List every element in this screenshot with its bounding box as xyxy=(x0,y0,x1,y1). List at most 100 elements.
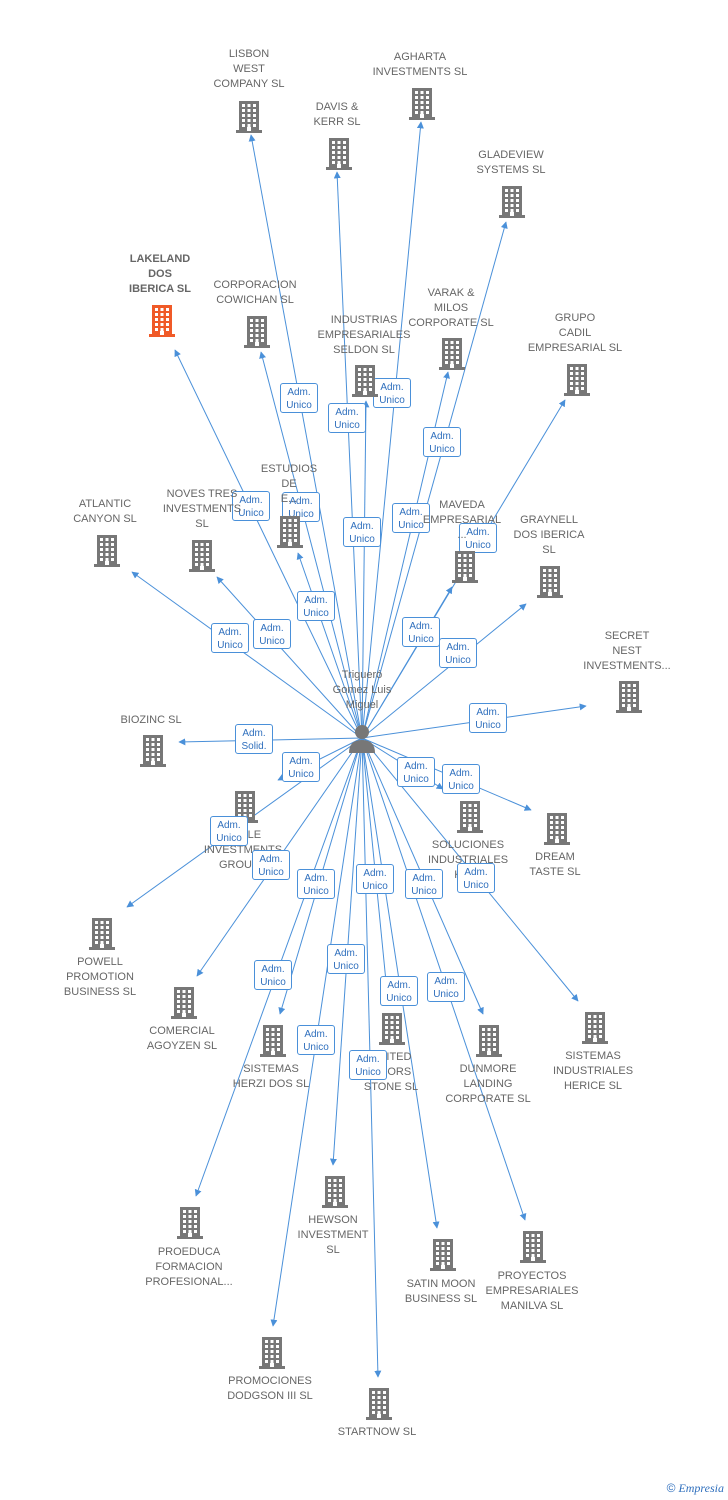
company-label-cadil[interactable]: GRUPO CADIL EMPRESARIAL SL xyxy=(527,312,623,354)
role-badge-united: Adm. Unico xyxy=(356,864,394,894)
company-label-dodgson[interactable]: PROMOCIONES DODGSON III SL xyxy=(227,1375,313,1402)
company-node-proeduca[interactable] xyxy=(175,1205,205,1244)
company-label-lisbon[interactable]: LISBON WEST COMPANY SL xyxy=(213,48,285,90)
company-label-biozinc[interactable]: BIOZINC SL xyxy=(120,714,182,726)
edge-graynell xyxy=(361,603,527,739)
company-node-maveda[interactable] xyxy=(450,549,480,588)
company-label-proeduca[interactable]: PROEDUCA FORMACION PROFESIONAL... xyxy=(145,1246,233,1288)
role-badge-graynell: Adm. Unico xyxy=(439,638,477,668)
company-node-cowichan[interactable] xyxy=(242,314,272,353)
role-badge-lakeland: Adm. Unico xyxy=(232,491,270,521)
company-label-dunmore[interactable]: DUNMORE LANDING CORPORATE SL xyxy=(445,1063,531,1105)
edge-agharta xyxy=(361,121,424,739)
edge-gladeview xyxy=(361,221,508,739)
edge-lakeland xyxy=(174,349,363,739)
company-node-united[interactable] xyxy=(377,1011,407,1050)
company-node-gladeview[interactable] xyxy=(497,184,527,223)
company-node-herice[interactable] xyxy=(580,1010,610,1049)
role-badge-varak: Adm. Unico xyxy=(392,503,430,533)
company-label-dream[interactable]: DREAM TASTE SL xyxy=(529,851,581,878)
role-badge-herice: Adm. Unico xyxy=(457,863,495,893)
company-node-secret[interactable] xyxy=(614,679,644,718)
building-icon xyxy=(260,1025,286,1057)
building-icon xyxy=(149,305,175,337)
company-node-lisbon[interactable] xyxy=(234,99,264,138)
company-label-manilva[interactable]: PROYECTOS EMPRESARIALES MANILVA SL xyxy=(485,1270,579,1312)
company-node-powell[interactable] xyxy=(87,916,117,955)
company-label-graynell[interactable]: GRAYNELL DOS IBERICA SL xyxy=(513,514,585,556)
company-label-lakeland[interactable]: LAKELAND DOS IBERICA SL xyxy=(129,253,191,295)
building-icon xyxy=(499,186,525,218)
company-node-cadil[interactable] xyxy=(562,362,592,401)
brand-watermark: ©Empresia xyxy=(667,1481,724,1496)
building-icon xyxy=(177,1207,203,1239)
role-badge-dream: Adm. Unico xyxy=(442,764,480,794)
company-node-noves[interactable] xyxy=(187,538,217,577)
building-icon xyxy=(94,535,120,567)
company-label-startnow[interactable]: STARTNOW SL xyxy=(337,1426,417,1438)
company-node-manilva[interactable] xyxy=(518,1229,548,1268)
company-node-agoyzen[interactable] xyxy=(169,985,199,1024)
role-badge-startnow: Adm. Unico xyxy=(349,1050,387,1080)
copyright-symbol: © xyxy=(666,1481,676,1495)
edge-seldon xyxy=(361,400,370,739)
role-badge-estudios: Adm. Unico xyxy=(297,591,335,621)
role-badge-dodgson: Adm. Unico xyxy=(297,1025,335,1055)
company-node-lakeland[interactable] xyxy=(147,303,177,342)
building-icon xyxy=(544,813,570,845)
company-node-soluciones[interactable] xyxy=(455,799,485,838)
company-label-gladeview[interactable]: GLADEVIEW SYSTEMS SL xyxy=(476,149,546,176)
role-badge-proeduca: Adm. Unico xyxy=(254,960,292,990)
building-icon xyxy=(259,1337,285,1369)
company-node-varak[interactable] xyxy=(437,336,467,375)
company-node-biozinc[interactable] xyxy=(138,733,168,772)
role-badge-powell: Adm. Unico xyxy=(210,816,248,846)
company-node-agharta[interactable] xyxy=(407,86,437,125)
edge-noves xyxy=(216,576,363,739)
role-badge-dunmore: Adm. Unico xyxy=(405,869,443,899)
role-badge-davis: Adm. Unico xyxy=(328,403,366,433)
edge-atlantic xyxy=(131,571,363,739)
building-icon xyxy=(476,1025,502,1057)
company-node-graynell[interactable] xyxy=(535,564,565,603)
company-node-dodgson[interactable] xyxy=(257,1335,287,1374)
company-label-powell[interactable]: POWELL PROMOTION BUSINESS SL xyxy=(63,956,137,998)
building-icon xyxy=(452,551,478,583)
company-label-agharta[interactable]: AGHARTA INVESTMENTS SL xyxy=(372,51,468,78)
company-label-herice[interactable]: SISTEMAS INDUSTRIALES HERICE SL xyxy=(552,1050,634,1092)
company-label-maveda[interactable]: MAVEDA EMPRESARIAL ... xyxy=(422,499,502,541)
company-label-atlantic[interactable]: ATLANTIC CANYON SL xyxy=(73,498,137,525)
role-badge-gladeview: Adm. Unico xyxy=(423,427,461,457)
building-icon xyxy=(277,516,303,548)
edge-cowichan xyxy=(259,351,363,739)
company-node-estudios[interactable] xyxy=(275,514,305,553)
role-badge-herzi: Adm. Unico xyxy=(297,869,335,899)
company-label-cowichan[interactable]: CORPORACION COWICHAN SL xyxy=(213,279,297,306)
company-node-atlantic[interactable] xyxy=(92,533,122,572)
building-icon xyxy=(520,1231,546,1263)
company-label-davis[interactable]: DAVIS & KERR SL xyxy=(313,101,361,128)
company-label-noves[interactable]: NOVES TRES INVESTMENTS SL xyxy=(162,488,242,530)
company-node-startnow[interactable] xyxy=(364,1386,394,1425)
company-label-hewson[interactable]: HEWSON INVESTMENT SL xyxy=(297,1214,369,1256)
company-node-dunmore[interactable] xyxy=(474,1023,504,1062)
role-badge-hewson: Adm. Unico xyxy=(327,944,365,974)
company-label-secret[interactable]: SECRET NEST INVESTMENTS... xyxy=(583,630,671,672)
company-label-seldon[interactable]: INDUSTRIAS EMPRESARIALES SELDON SL xyxy=(317,314,411,356)
company-label-satin[interactable]: SATIN MOON BUSINESS SL xyxy=(404,1278,478,1305)
company-label-estudios[interactable]: ESTUDIOS DE E... xyxy=(260,463,318,505)
company-node-seldon[interactable] xyxy=(350,363,380,402)
person-icon xyxy=(349,725,375,753)
company-node-herzi[interactable] xyxy=(258,1023,288,1062)
company-node-dream[interactable] xyxy=(542,811,572,850)
role-badge-earle: Adm. Unico xyxy=(282,752,320,782)
company-label-herzi[interactable]: SISTEMAS HERZI DOS SL xyxy=(232,1063,310,1090)
company-label-varak[interactable]: VARAK & MILOS CORPORATE SL xyxy=(408,287,494,329)
brand-name: Empresia xyxy=(678,1481,724,1495)
company-node-satin[interactable] xyxy=(428,1237,458,1276)
building-icon xyxy=(439,338,465,370)
company-node-hewson[interactable] xyxy=(320,1174,350,1213)
company-label-agoyzen[interactable]: COMERCIAL AGOYZEN SL xyxy=(146,1025,218,1052)
company-node-davis[interactable] xyxy=(324,136,354,175)
building-icon xyxy=(430,1239,456,1271)
